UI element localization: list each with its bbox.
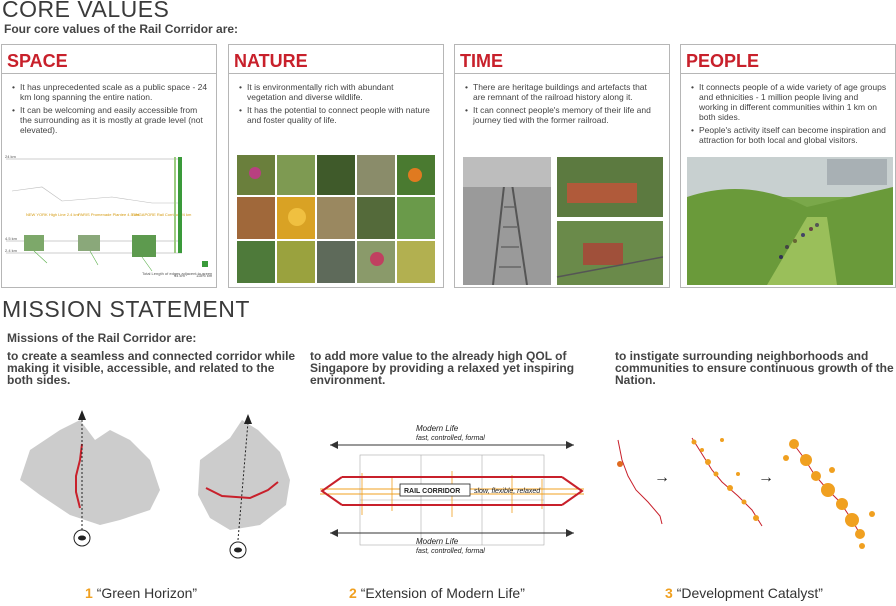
top-modern-life-sub: fast, controlled, formal [416,435,485,442]
mission-subheading: Missions of the Rail Corridor are: [7,331,197,345]
space-bullet-1: It has unprecedented scale as a public s… [12,82,208,102]
nature-bullet-1: It is environmentally rich with abundant… [239,82,435,102]
time-photos [463,157,663,285]
caption-text-1: “Green Horizon” [96,585,198,601]
people-bullet-2: People's activity itself can become insp… [691,125,887,145]
time-bullet-2: It can connect people's memory of their … [465,105,661,125]
modern-life-diagram: Modern Life fast, controlled, formal RAI… [320,424,584,555]
nature-photo-grid [237,155,435,283]
caption-number-3: 3 [665,585,673,601]
core-values-subheading: Four core values of the Rail Corridor ar… [4,22,239,36]
legend-edges: Total Length of edges adjacent to green [142,271,212,276]
axis-label-24km-small: 2.4 km [5,248,18,253]
caption-text-3: “Development Catalyst” [676,585,823,601]
panel-space: SPACE It has unprecedented scale as a pu… [1,44,217,288]
caption-number-1: 1 [85,585,93,601]
green-horizon-diagram [20,410,290,559]
bottom-modern-life-title: Modern Life [416,537,459,546]
caption-green-horizon: 1 “Green Horizon” [85,585,197,601]
arrow-1: → [654,469,670,486]
panel-people: PEOPLE It connects people of a wide vari… [680,44,896,288]
legend-44km: 44 km [174,273,186,278]
panel-time: TIME There are heritage buildings and ar… [454,44,670,288]
mission-heading: MISSION STATEMENT [2,296,250,322]
mission-statement-2: to add more value to the already high QO… [310,349,575,387]
legend-118km: 118.5 km [196,273,213,278]
bottom-modern-life-sub: fast, controlled, formal [416,548,485,555]
time-bullet-1: There are heritage buildings and artefac… [465,82,661,102]
arrow-2: → [758,469,774,486]
space-scale-diagram: 24 km 4.5 km 2.4 km NEW YORK High Line 2… [5,154,213,278]
mission-statement-1: to create a seamless and connected corri… [7,349,296,387]
axis-label-45km: 4.5 km [5,236,18,241]
development-catalyst-diagram: → → [617,437,875,549]
panel-title-time: TIME [454,44,670,74]
caption-number-2: 2 [349,585,357,601]
core-values-heading: CORE VALUES [2,0,170,22]
axis-label-24km: 24 km [5,154,17,159]
space-bullet-2: It can be welcoming and easily accessibl… [12,105,208,135]
panel-title-space: SPACE [1,44,217,74]
nature-bullet-2: It has the potential to connect people w… [239,105,435,125]
people-photo [687,157,893,285]
caption-development-catalyst: 3 “Development Catalyst” [665,585,823,601]
rail-corridor-box-label: RAIL CORRIDOR [404,488,460,495]
rail-corridor-sub: slow, flexible, relaxed [474,488,541,495]
mission-statement-3: to instigate surrounding neighborhoods a… [615,349,894,387]
panel-nature: NATURE It is environmentally rich with a… [228,44,444,288]
people-bullet-1: It connects people of a wide variety of … [691,82,887,122]
top-modern-life-title: Modern Life [416,424,459,433]
label-singapore: SINGAPORE Rail Corridor 24 km [132,212,192,217]
caption-modern-life: 2 “Extension of Modern Life” [349,585,525,601]
panel-title-people: PEOPLE [680,44,896,74]
label-paris: PARIS Promenade Plantee 4.5 km [78,212,140,217]
caption-text-2: “Extension of Modern Life” [360,585,525,601]
label-new-york: NEW YORK High Line 2.4 km [26,212,80,217]
panel-title-nature: NATURE [228,44,444,74]
